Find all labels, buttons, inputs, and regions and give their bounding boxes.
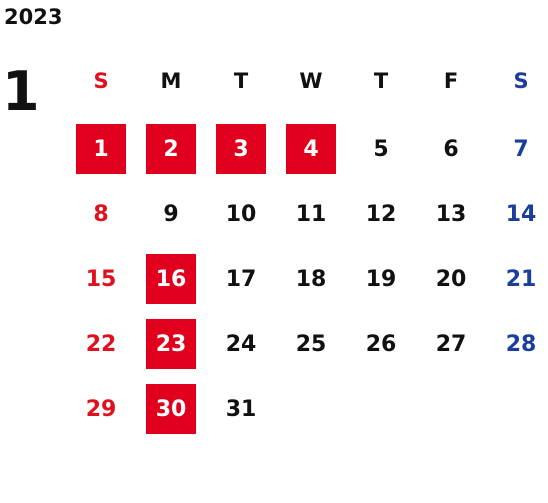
date-cell[interactable]: 2 [146,124,196,174]
date-cell[interactable]: 31 [225,396,257,422]
date-cell[interactable]: 8 [93,201,109,227]
date-cell[interactable]: 1 [76,124,126,174]
date-cell[interactable]: 21 [505,266,537,292]
date-cell[interactable]: 15 [85,266,117,292]
date-cell[interactable]: 10 [225,201,257,227]
date-cell[interactable]: 26 [365,331,397,357]
weekday-header: S [513,69,529,93]
date-cell[interactable]: 23 [146,319,196,369]
date-cell[interactable]: 9 [163,201,179,227]
date-cell[interactable]: 4 [286,124,336,174]
weekday-header: F [443,69,459,93]
date-cell[interactable]: 29 [85,396,117,422]
weekday-header: S [93,69,109,93]
date-cell[interactable]: 7 [513,136,529,162]
date-cell[interactable]: 27 [435,331,467,357]
date-cell[interactable]: 14 [505,201,537,227]
date-cell[interactable]: 20 [435,266,467,292]
weekday-header: T [233,69,249,93]
date-cell[interactable]: 25 [295,331,327,357]
date-cell[interactable]: 22 [85,331,117,357]
year-label: 2023 [4,5,63,29]
month-number: 1 [2,60,40,123]
date-cell[interactable]: 11 [295,201,327,227]
date-cell[interactable]: 24 [225,331,257,357]
date-cell[interactable]: 18 [295,266,327,292]
weekday-header: M [160,69,182,93]
date-cell[interactable]: 30 [146,384,196,434]
date-cell[interactable]: 5 [373,136,389,162]
date-cell[interactable]: 28 [505,331,537,357]
date-cell[interactable]: 3 [216,124,266,174]
date-cell[interactable]: 16 [146,254,196,304]
weekday-header: T [373,69,389,93]
date-cell[interactable]: 6 [443,136,459,162]
date-cell[interactable]: 17 [225,266,257,292]
date-cell[interactable]: 12 [365,201,397,227]
weekday-header: W [299,69,323,93]
date-cell[interactable]: 13 [435,201,467,227]
date-cell[interactable]: 19 [365,266,397,292]
